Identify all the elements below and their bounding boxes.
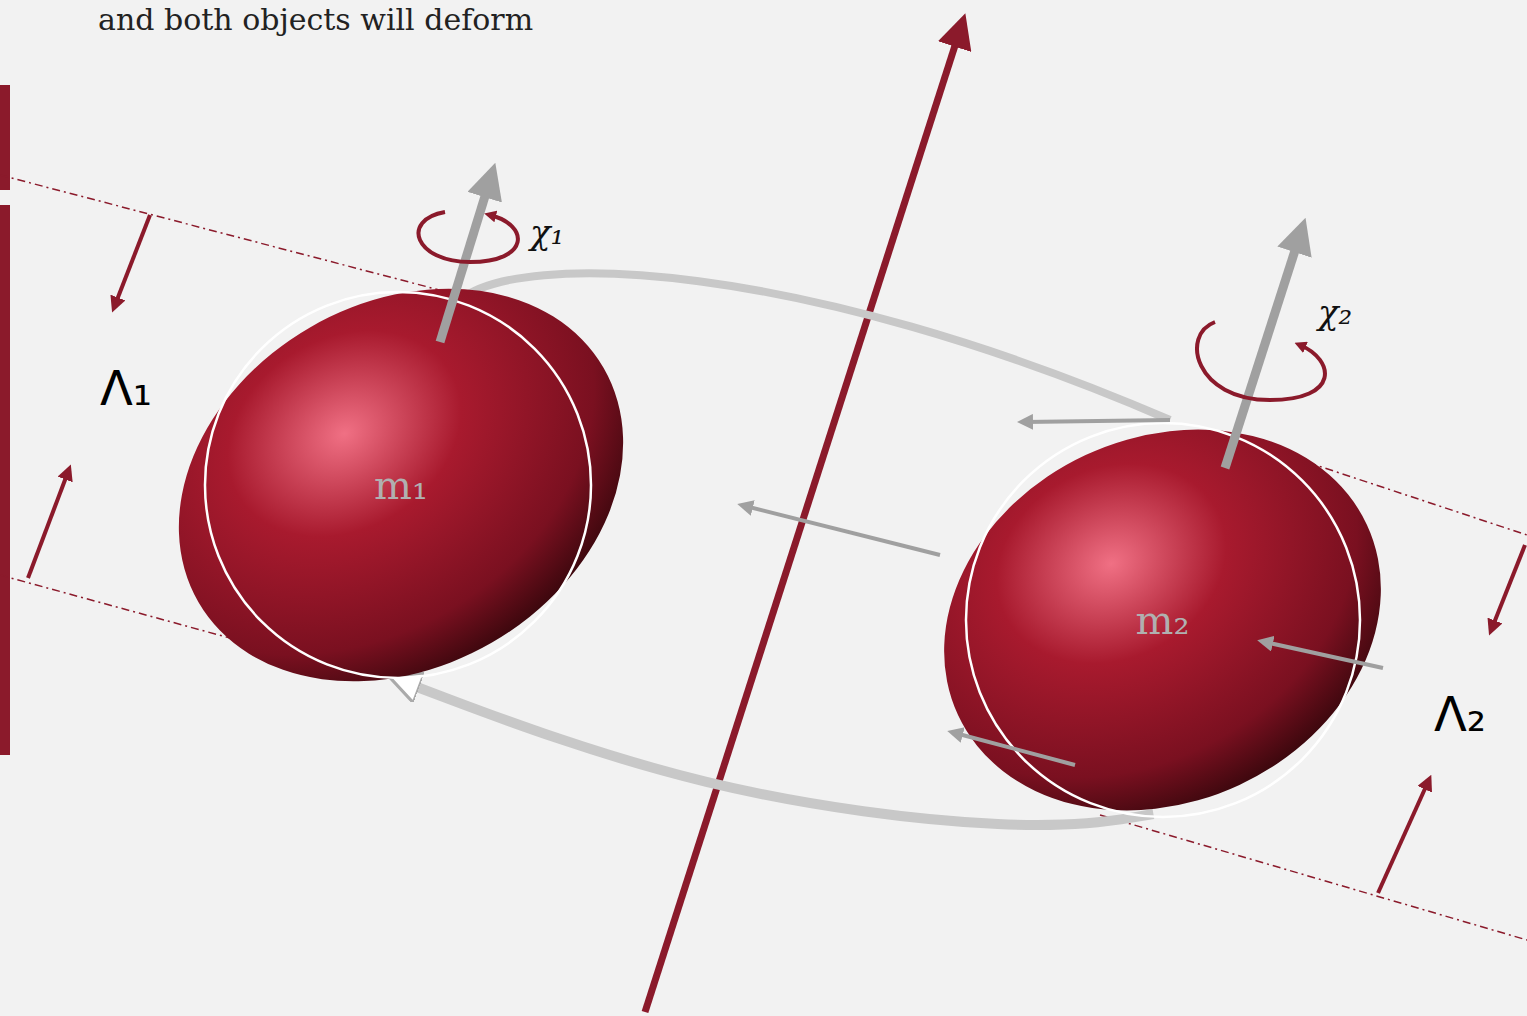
spin-axes xyxy=(440,180,1300,468)
tidal-guides xyxy=(0,175,1527,940)
spin-label: χ₁ xyxy=(530,212,564,252)
star-body: m₂ xyxy=(935,420,1390,820)
spin-label: χ₂ xyxy=(1318,292,1352,332)
tidal-label: Λ₂ xyxy=(1434,686,1486,742)
force-arrows xyxy=(745,420,1383,765)
star-body: m₁ xyxy=(165,285,637,685)
tidal-label: Λ₁ xyxy=(100,360,152,416)
side-bars xyxy=(0,85,10,755)
mass-label: m₁ xyxy=(374,462,428,508)
spin-loops xyxy=(419,212,1325,400)
orbital-axis xyxy=(645,30,960,1012)
mass-label: m₂ xyxy=(1136,597,1190,643)
caption-text: and both objects will deform xyxy=(98,2,533,37)
